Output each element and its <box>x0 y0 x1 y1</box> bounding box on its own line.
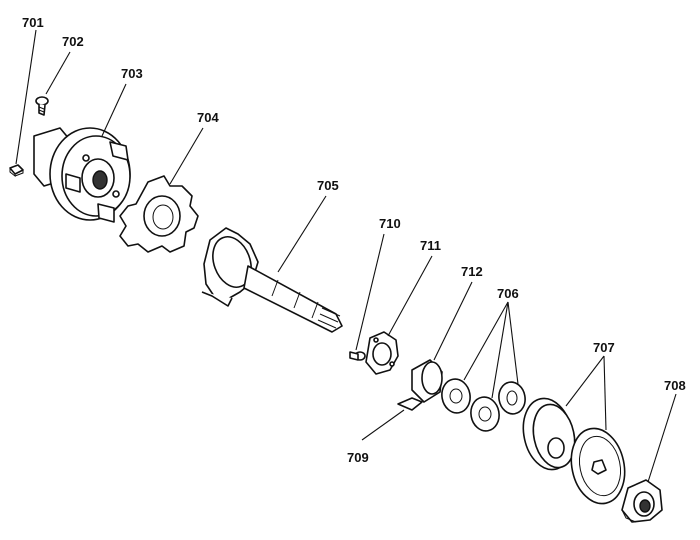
part-707-pulleys <box>522 397 626 505</box>
leader-707-b <box>603 355 607 431</box>
callout-701: 701 <box>22 15 44 30</box>
part-706-washers <box>441 378 526 432</box>
part-703-hub <box>33 127 131 223</box>
part-710-screw <box>349 351 366 361</box>
leader-706-a <box>463 301 509 381</box>
callout-702: 702 <box>62 34 84 49</box>
leader-701 <box>15 29 37 165</box>
leader-708 <box>647 393 677 483</box>
part-709-key <box>397 397 423 411</box>
callout-709: 709 <box>347 450 369 465</box>
part-712-bushing <box>411 359 443 403</box>
part-711-flange <box>365 331 399 375</box>
part-708-nut <box>621 479 663 523</box>
leader-711 <box>387 255 433 337</box>
leader-702 <box>45 51 71 95</box>
part-702-screw <box>35 96 49 116</box>
part-705-shaft <box>201 227 343 333</box>
leader-709 <box>361 409 405 441</box>
leader-706-b <box>491 301 509 399</box>
part-701-key <box>9 164 24 178</box>
callout-711: 711 <box>420 238 441 253</box>
leader-703 <box>101 83 127 137</box>
callout-708: 708 <box>664 378 686 393</box>
leader-704 <box>169 127 204 185</box>
leader-705 <box>277 195 327 273</box>
callout-705: 705 <box>317 178 339 193</box>
callout-710: 710 <box>379 216 401 231</box>
part-704-coupling <box>119 175 199 253</box>
leader-712 <box>433 281 473 361</box>
leader-706-c <box>507 301 519 385</box>
callout-704: 704 <box>197 110 219 125</box>
callout-707: 707 <box>593 340 615 355</box>
leader-710 <box>355 233 385 351</box>
callout-712: 712 <box>461 264 483 279</box>
callout-703: 703 <box>121 66 143 81</box>
leader-707-a <box>565 355 605 407</box>
callout-706: 706 <box>497 286 519 301</box>
